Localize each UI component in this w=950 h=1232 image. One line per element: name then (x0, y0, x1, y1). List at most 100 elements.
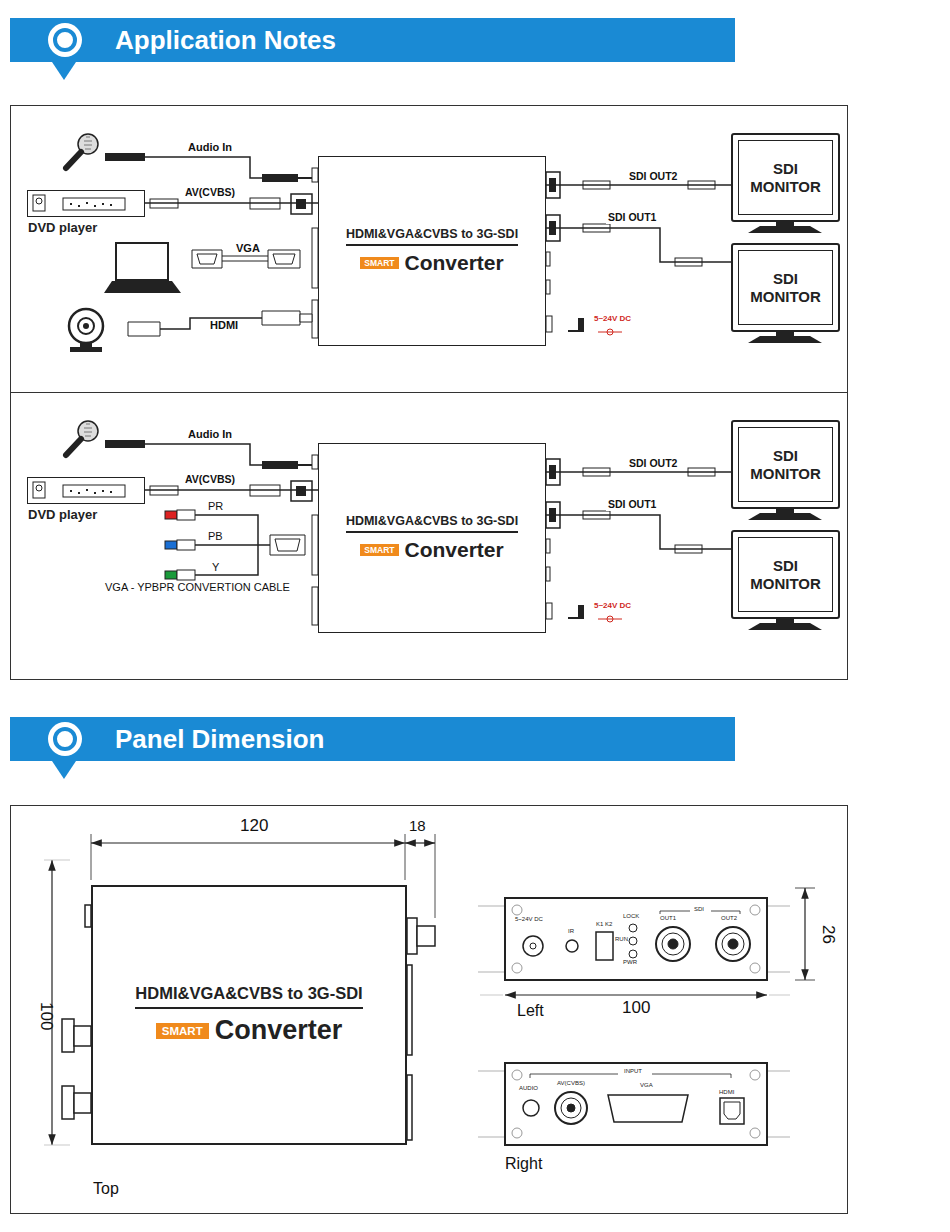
port-label: IR (568, 928, 574, 935)
left-panel (512, 905, 522, 915)
monitor-label: SDI MONITOR (738, 140, 833, 215)
camera (70, 342, 102, 352)
port-label: Y (212, 561, 219, 573)
header-icon (52, 761, 76, 779)
left-panel (596, 932, 613, 960)
monitor-label: SDI MONITOR (738, 427, 833, 502)
port-label: HDMI (719, 1089, 734, 1096)
port-label: OUT2 (721, 915, 737, 922)
right-panel (750, 1070, 760, 1080)
top-view-ports (62, 1086, 74, 1119)
converter-box: HDMI&VGA&CVBS to 3G-SDISMARTConverter (318, 443, 546, 633)
port-label: VGA - YPBPR CONVERTION CABLE (105, 581, 290, 593)
left-panel (668, 939, 678, 949)
dimension-label: 100 (36, 1002, 55, 1030)
header-icon (48, 23, 82, 57)
model-title: HDMI&VGA&CVBS to 3G-SDI (346, 227, 518, 246)
port-label: VGA (640, 1082, 653, 1089)
cable-label: SDI OUT2 (627, 171, 679, 183)
camera (78, 318, 94, 334)
vga-cable (273, 254, 295, 264)
rca-plugs (275, 539, 300, 551)
left-panel (629, 924, 637, 932)
right-panel (505, 1063, 767, 1145)
header-icon (48, 722, 82, 779)
right-panel (512, 1070, 522, 1080)
vga-cable (222, 256, 268, 261)
rca-plugs (177, 570, 195, 580)
port-label: PWR (623, 959, 637, 966)
cable-label: AV(CVBS) (183, 187, 237, 199)
port-label: Audio In (188, 428, 232, 440)
sdi-cable (546, 515, 731, 549)
dimension-line (405, 842, 435, 843)
brand-row: SMARTConverter (156, 1015, 342, 1046)
port-label: 5~24V DC (594, 315, 631, 324)
port-label: PR (208, 500, 223, 512)
dimension-label: 18 (409, 818, 426, 835)
left-panel (566, 940, 578, 952)
top-view-ports (417, 926, 435, 946)
dimension-line (804, 888, 805, 980)
rca-plugs (195, 515, 270, 575)
vga-cable (268, 250, 300, 268)
dimension-line (505, 994, 767, 995)
rca-plugs (165, 541, 177, 549)
left-panel (750, 905, 760, 915)
cable-label: SDI OUT2 (627, 458, 679, 470)
monitor-label: SDI MONITOR (738, 537, 833, 612)
top-view-ports (74, 1093, 91, 1113)
rca-plugs (177, 510, 195, 520)
right-panel (608, 1095, 688, 1122)
panel-frame (11, 806, 848, 1214)
sdi-monitor: SDI MONITOR (731, 420, 840, 509)
right-panel (561, 1098, 581, 1118)
port-label: VGA (236, 242, 260, 254)
sdi-cable (546, 228, 731, 262)
brand-row: SMARTConverter (360, 538, 503, 562)
rca-plugs (177, 540, 195, 550)
right-panel (724, 1102, 740, 1119)
port-label: SDI (694, 906, 704, 913)
camera (83, 323, 89, 329)
dimension-label: 26 (818, 925, 837, 944)
left-panel (662, 933, 684, 955)
brand-badge: SMART (360, 257, 398, 269)
dimension-label: Right (505, 1155, 542, 1173)
left-panel (716, 927, 750, 961)
right-panel (530, 1074, 731, 1078)
port-label: HDMI (210, 319, 238, 331)
left-panel (512, 963, 522, 973)
dimension-label: Top (93, 1180, 119, 1198)
sdi-cable (546, 471, 731, 473)
dimension-label: 120 (240, 817, 268, 836)
product-name: Converter (215, 1015, 343, 1046)
converter-top-view: HDMI&VGA&CVBS to 3G-SDISMARTConverter (91, 885, 407, 1145)
left-panel (722, 933, 744, 955)
panel-frame (10, 392, 848, 393)
sdi-cable (145, 489, 318, 491)
sdi-cable (546, 184, 731, 186)
sdi-monitor: SDI MONITOR (731, 133, 840, 222)
rca-plugs (270, 535, 305, 555)
device-label: DVD player (28, 220, 97, 235)
camera (69, 309, 103, 352)
dimension-line (480, 995, 790, 996)
section-title: Application Notes (115, 25, 336, 56)
right-panel (523, 1100, 539, 1116)
header-icon (55, 30, 75, 50)
rca-plugs (165, 571, 177, 579)
right-panel (720, 1098, 744, 1124)
dimension-label: Left (517, 1002, 544, 1020)
header-icon (52, 62, 76, 80)
top-view-ports (74, 1026, 91, 1046)
sdi-monitor: SDI MONITOR (731, 530, 840, 619)
hdmi-cable (300, 314, 312, 322)
section-title: Panel Dimension (115, 724, 325, 755)
port-label: AUDIO (519, 1085, 538, 1092)
top-view-ports (407, 965, 412, 1055)
port-label: 5~24V DC (594, 602, 631, 611)
dimension-line (44, 834, 815, 1145)
